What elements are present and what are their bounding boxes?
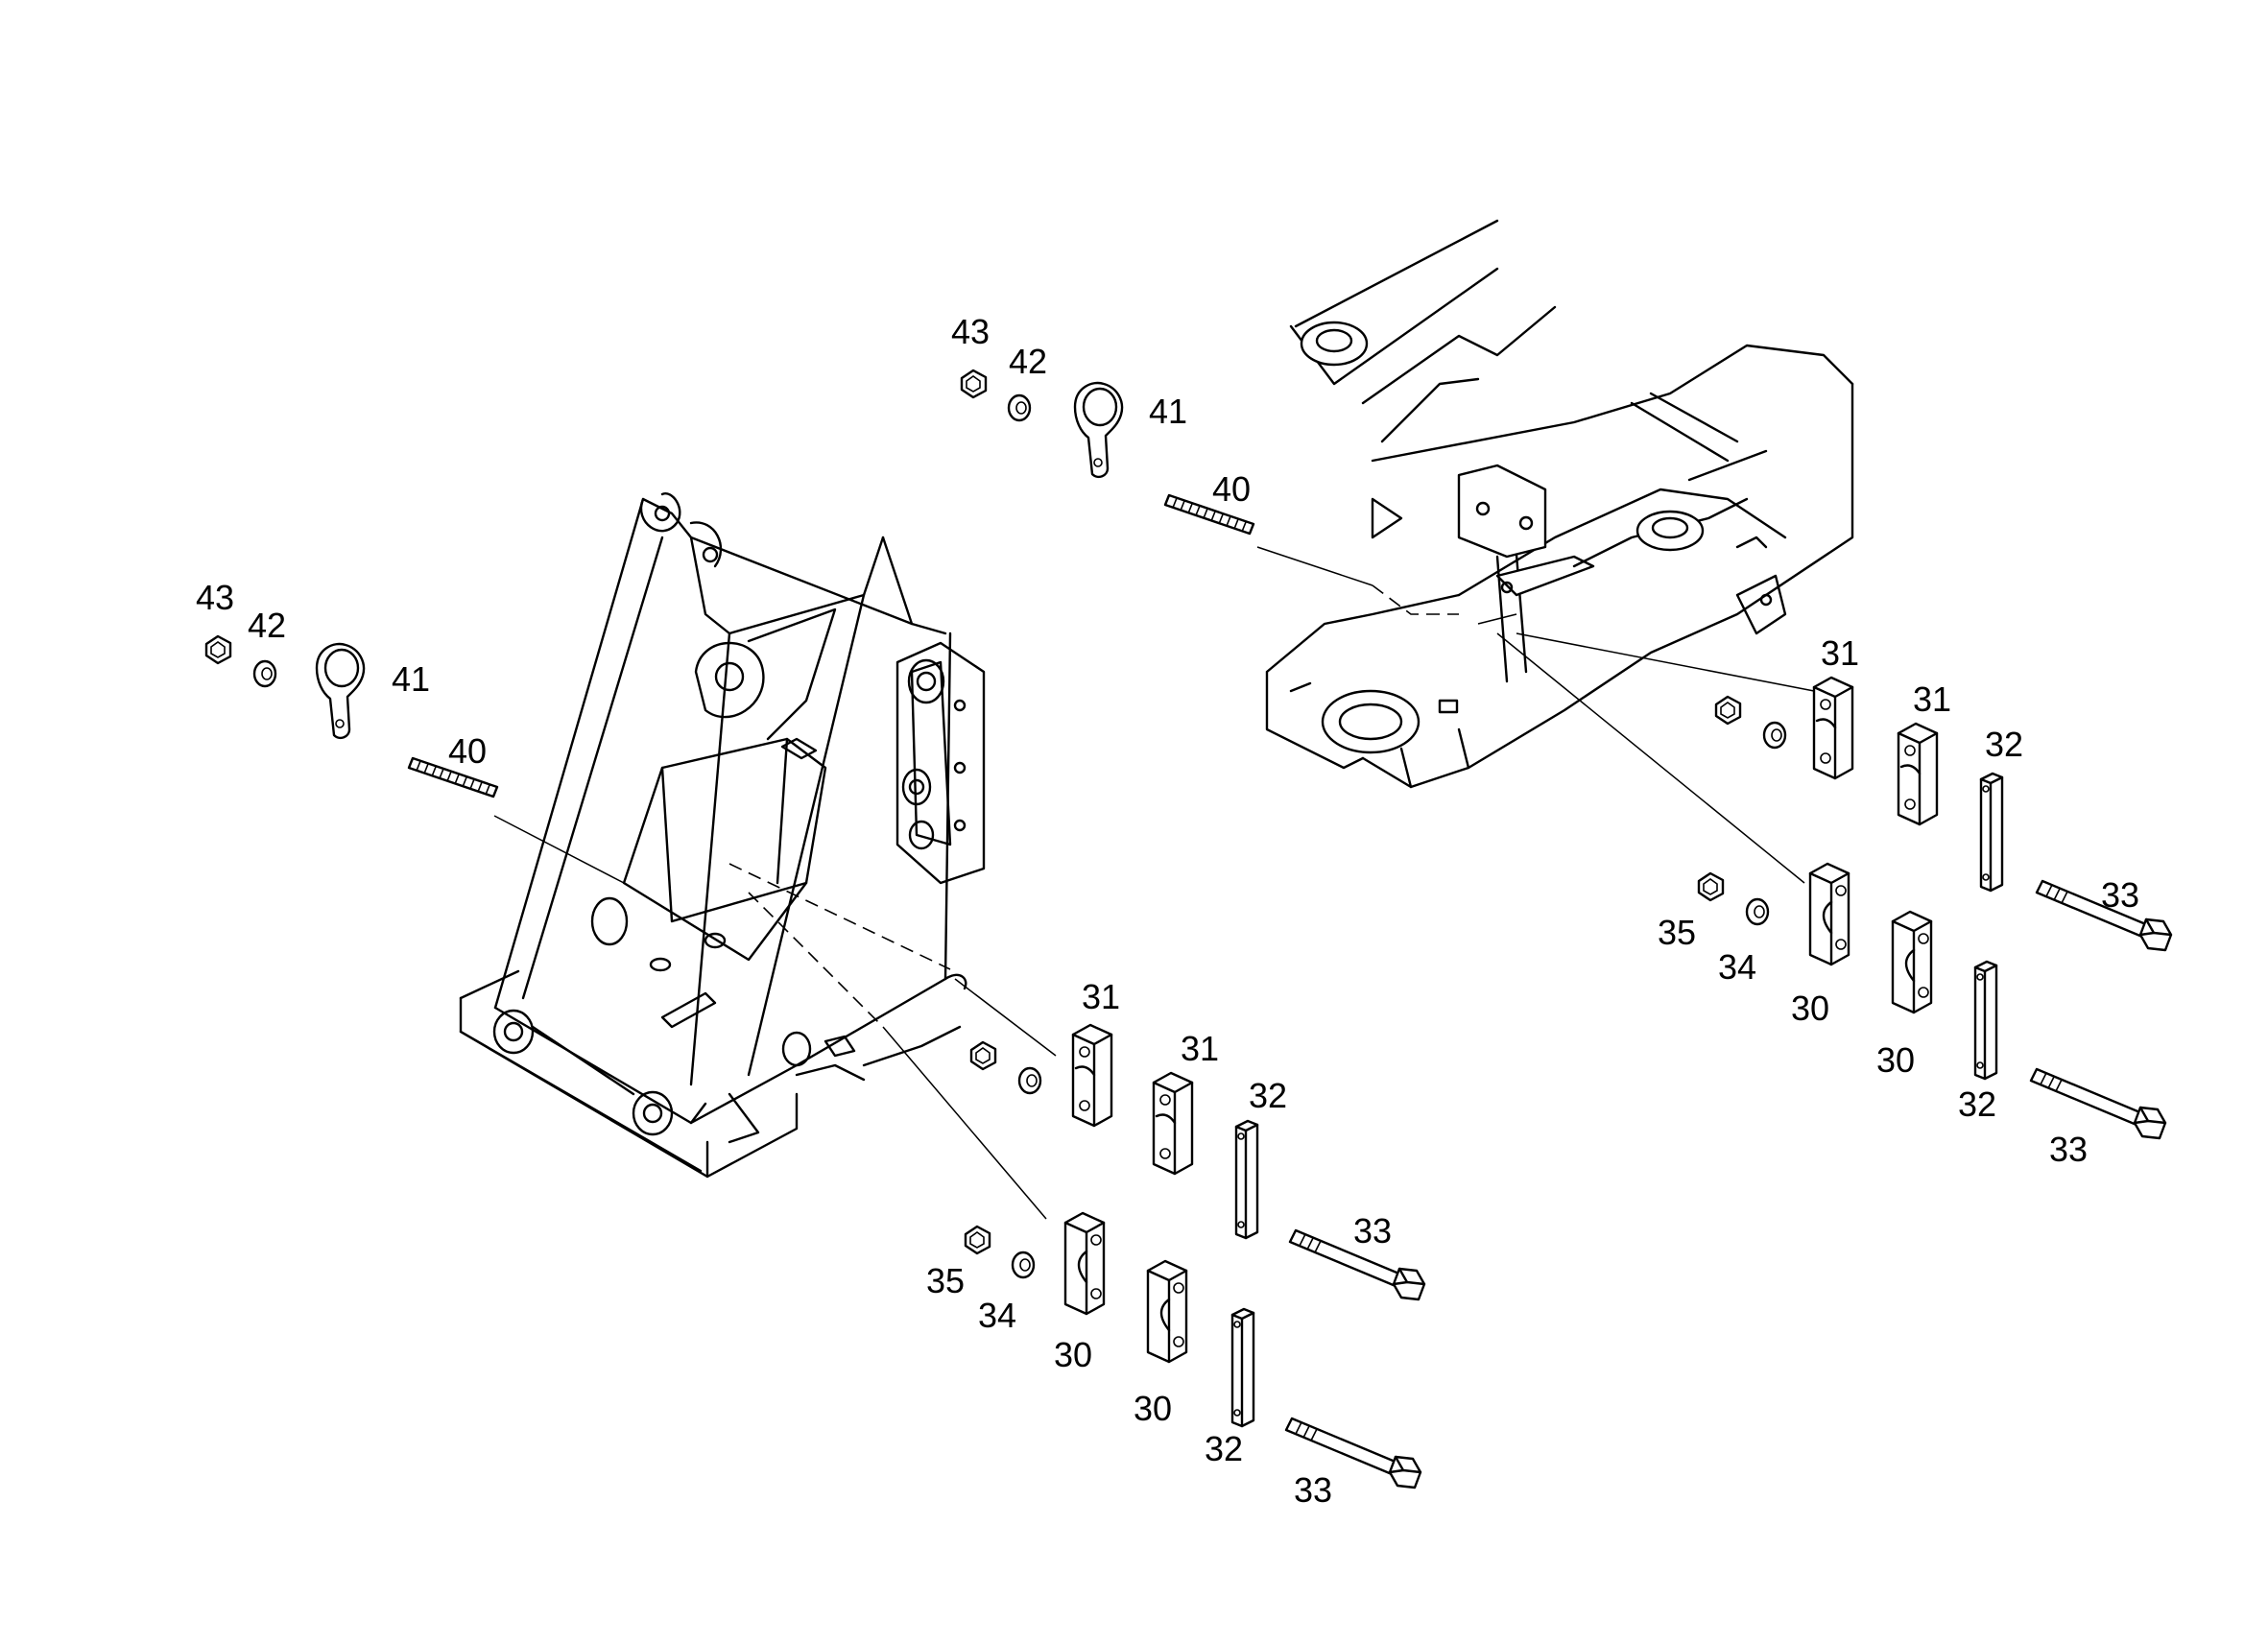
right-callouts: 43 42 41 40 31 31 32 33 35 34 30 30 32 3…: [951, 312, 2139, 1169]
pipe-clamp-41: [1073, 381, 1124, 479]
plate-32-upper: [1234, 1119, 1259, 1240]
left-leader-lines: [493, 815, 1057, 1220]
hex-nut-35-upper: [1714, 695, 1742, 726]
clamp-block-31-rear: [1897, 722, 1939, 826]
callout-40: 40: [1212, 469, 1251, 509]
callout-42: 42: [1009, 342, 1047, 381]
hex-nut-43: [960, 369, 988, 399]
callout-30-rear: 30: [1876, 1040, 1915, 1080]
callout-34: 34: [978, 1296, 1016, 1335]
clamp-block-31-rear: [1152, 1071, 1194, 1176]
plate-32-lower: [1973, 960, 1998, 1081]
clamp-block-30-rear: [1146, 1259, 1188, 1364]
callout-42: 42: [248, 606, 286, 645]
washer-42: [252, 659, 277, 688]
carrier-chassis-frame: [1265, 219, 1854, 789]
callout-30-rear: 30: [1134, 1389, 1172, 1428]
callout-32-lower: 32: [1958, 1084, 1996, 1124]
callout-41: 41: [392, 659, 430, 699]
washer-34-upper: [1017, 1066, 1042, 1095]
boom-pedestal-frame: [459, 492, 986, 1179]
callout-43: 43: [951, 312, 990, 351]
callout-32-upper: 32: [1985, 725, 2023, 764]
washer-42: [1007, 393, 1032, 422]
washer-34-upper: [1762, 721, 1787, 750]
clamp-block-30-front: [1063, 1211, 1106, 1316]
left-callouts: 43 42 41 40 31 31 32 33 35 34 30 30 32 3…: [196, 578, 1392, 1510]
callout-30-front: 30: [1791, 989, 1829, 1028]
callout-33-upper: 33: [1353, 1211, 1392, 1251]
callout-31-front: 31: [1821, 633, 1859, 673]
washer-34: [1745, 897, 1770, 926]
clamp-block-30-front: [1808, 862, 1850, 966]
callout-30-front: 30: [1054, 1335, 1092, 1374]
plate-32-upper: [1979, 772, 2004, 893]
hex-nut-35: [1697, 871, 1725, 902]
hex-nut-35-upper: [969, 1040, 997, 1071]
hex-nut-35: [964, 1225, 991, 1255]
left-hardware-group: [204, 634, 1426, 1489]
hex-bolt-33-lower: [2029, 1067, 2167, 1140]
clamp-block-31-front: [1071, 1023, 1113, 1128]
callout-35: 35: [926, 1261, 965, 1300]
callout-41: 41: [1149, 392, 1187, 431]
right-leader-lines: [1256, 546, 1815, 884]
callout-33-lower: 33: [1294, 1470, 1332, 1510]
callout-43: 43: [196, 578, 234, 617]
callout-40: 40: [448, 731, 487, 771]
washer-34: [1011, 1251, 1036, 1279]
callout-32-lower: 32: [1205, 1429, 1243, 1468]
clamp-block-31-front: [1812, 676, 1854, 780]
clamp-block-30-rear: [1891, 910, 1933, 1014]
callout-34: 34: [1718, 947, 1756, 987]
callout-32-upper: 32: [1249, 1076, 1287, 1115]
plate-32-lower: [1230, 1307, 1255, 1428]
callout-31-rear: 31: [1181, 1029, 1219, 1068]
hex-nut-43: [204, 634, 232, 665]
callout-33-upper: 33: [2101, 875, 2139, 915]
callout-31-rear: 31: [1913, 679, 1951, 719]
callout-33-lower: 33: [2049, 1130, 2088, 1169]
callout-31-front: 31: [1082, 977, 1120, 1016]
pipe-clamp-41: [315, 642, 366, 740]
callout-35: 35: [1658, 913, 1696, 952]
